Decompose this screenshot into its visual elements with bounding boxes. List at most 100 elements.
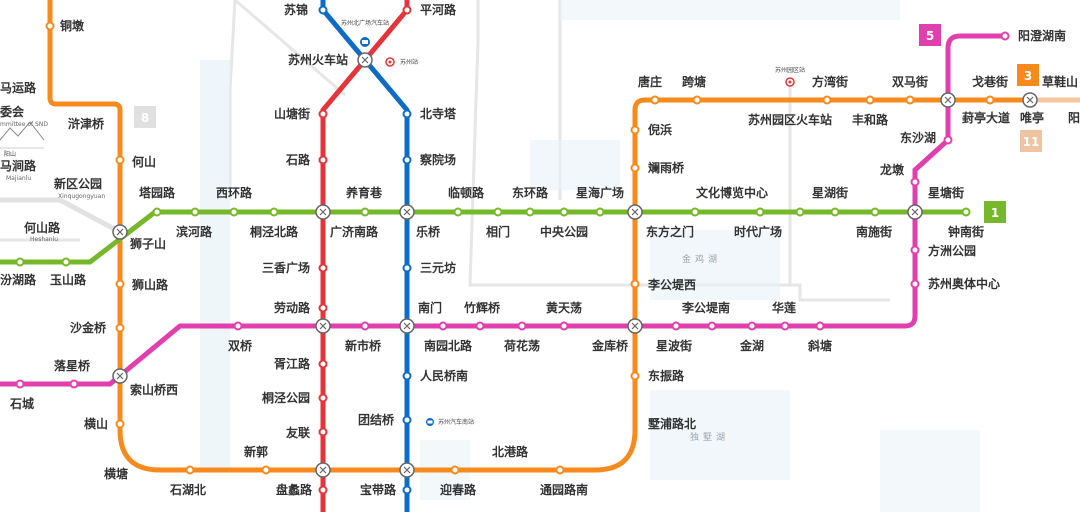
station-label: 平河路 [420,2,457,17]
station-label: 铜墩 [60,18,85,33]
station-label: 黄天荡 [546,300,582,315]
station-label: 华莲 [772,300,796,315]
station-label: 马涧路 [0,158,37,173]
line8-badge [134,106,156,128]
station-label: 何山路 [24,220,61,235]
bus-north-label: 苏州北广场汽车站 [341,19,389,27]
station-label: 星波街 [656,338,692,353]
interchange-icon [627,204,643,220]
station-label: 通园路南 [540,482,588,497]
line11-badge-text: 11 [1023,135,1040,149]
line5-badge [919,24,941,46]
station-label: 钟南街 [948,224,984,239]
interchange-icon [315,462,331,478]
station-label: 广济南路 [330,224,379,239]
interchange-stations [112,52,1038,478]
station-label: 苏州园区火车站 [748,112,832,127]
stops-line2 [318,5,412,495]
line3-badge-text: 3 [1024,69,1032,83]
station-label: 察院场 [420,152,456,167]
stops-line1 [15,207,971,267]
interchange-icon [357,52,373,68]
interchange-icon [112,224,128,240]
station-label: 西环路 [216,185,253,200]
line1-badge [984,201,1006,223]
station-label: 滨河路 [176,224,213,239]
station-label: 养育巷 [345,185,383,200]
line8-badge-text: 8 [141,111,149,125]
station-label: 北寺塔 [420,106,457,121]
station-label: 阳 [1068,110,1080,125]
station-label: 狮子山 [129,236,166,251]
committee-label: 委会 [0,104,25,119]
station-label: Majianlu [6,175,31,182]
station-label: 石城 [9,396,34,411]
interchange-icon [627,318,643,334]
station-label: 宝带路 [360,482,397,497]
interchange-icon [907,204,923,220]
rail-icon [785,77,795,87]
station-label: 方湾街 [812,74,848,89]
station-label: 苏州奥体中心 [928,276,1000,291]
station-label: 新市桥 [345,338,382,353]
station-label: 新郭 [244,444,268,459]
station-label: 星海广场 [576,185,624,200]
station-label: 跨塘 [682,74,706,89]
station-label: 苏锦 [284,2,308,17]
station-label: 苏州火车站 [288,52,348,67]
station-label: 斜塘 [807,338,832,353]
station-label: 马运路 [0,80,37,95]
station-label: 临顿路 [448,185,485,200]
stops-line4 [318,5,412,495]
line3-track [47,0,1030,473]
station-label: 玉山路 [50,272,87,287]
station-label: 李公堤南 [681,300,730,315]
interchange-icon [399,462,415,478]
rail-icon [385,57,395,67]
station-label: 乐桥 [416,224,441,239]
station-label: 倪浜 [647,122,672,137]
lake-label-dushu: 独墅湖 [690,431,729,443]
station-label: 相门 [486,224,510,239]
station-label: 石湖北 [169,482,206,497]
lake-label-jinji: 金鸡湖 [682,253,721,265]
station-label: 塔园路 [139,185,176,200]
station-label: 浒津桥 [68,116,105,131]
station-label: 石路 [285,152,311,167]
stops-line3 [45,21,995,475]
station-label: 竹辉桥 [463,300,501,315]
station-label: 山塘街 [274,106,310,121]
interchange-icon [112,368,128,384]
interchange-icon [940,92,956,108]
line5-track [0,33,1005,387]
station-label: 友联 [285,425,310,440]
water-areas [200,0,980,512]
station-label: 葑亭大道 [962,110,1010,125]
station-label: 横塘 [104,466,128,481]
station-label: 星塘街 [928,185,964,200]
station-label: 李公堤西 [647,277,696,292]
station-label: Heshanlu [30,236,58,243]
mountain-icon [0,121,45,149]
line3-badge [1017,64,1039,86]
station-label: 金湖 [739,338,764,353]
station-label: 横山 [84,416,108,431]
station-label: 新区公园 [54,176,102,191]
interchange-icon [315,318,331,334]
interchange-icon [315,204,331,220]
station-label: 荷花荡 [503,338,540,353]
station-label: 唐庄 [638,74,662,89]
station-label: 戈巷街 [972,74,1008,89]
line2-track [320,0,410,512]
station-label: 东振路 [648,368,685,383]
station-label: 索山桥西 [130,382,178,397]
station-label: 沙金桥 [70,320,107,335]
station-label: 三香广场 [262,260,310,275]
station-label: 阳澄湖南 [1018,28,1066,43]
mountain-label: 阳山 [4,150,16,158]
interchange-icon [1022,92,1038,108]
interchange-icon [399,204,415,220]
line4-track [320,0,410,512]
stops-line5 [15,31,1010,389]
